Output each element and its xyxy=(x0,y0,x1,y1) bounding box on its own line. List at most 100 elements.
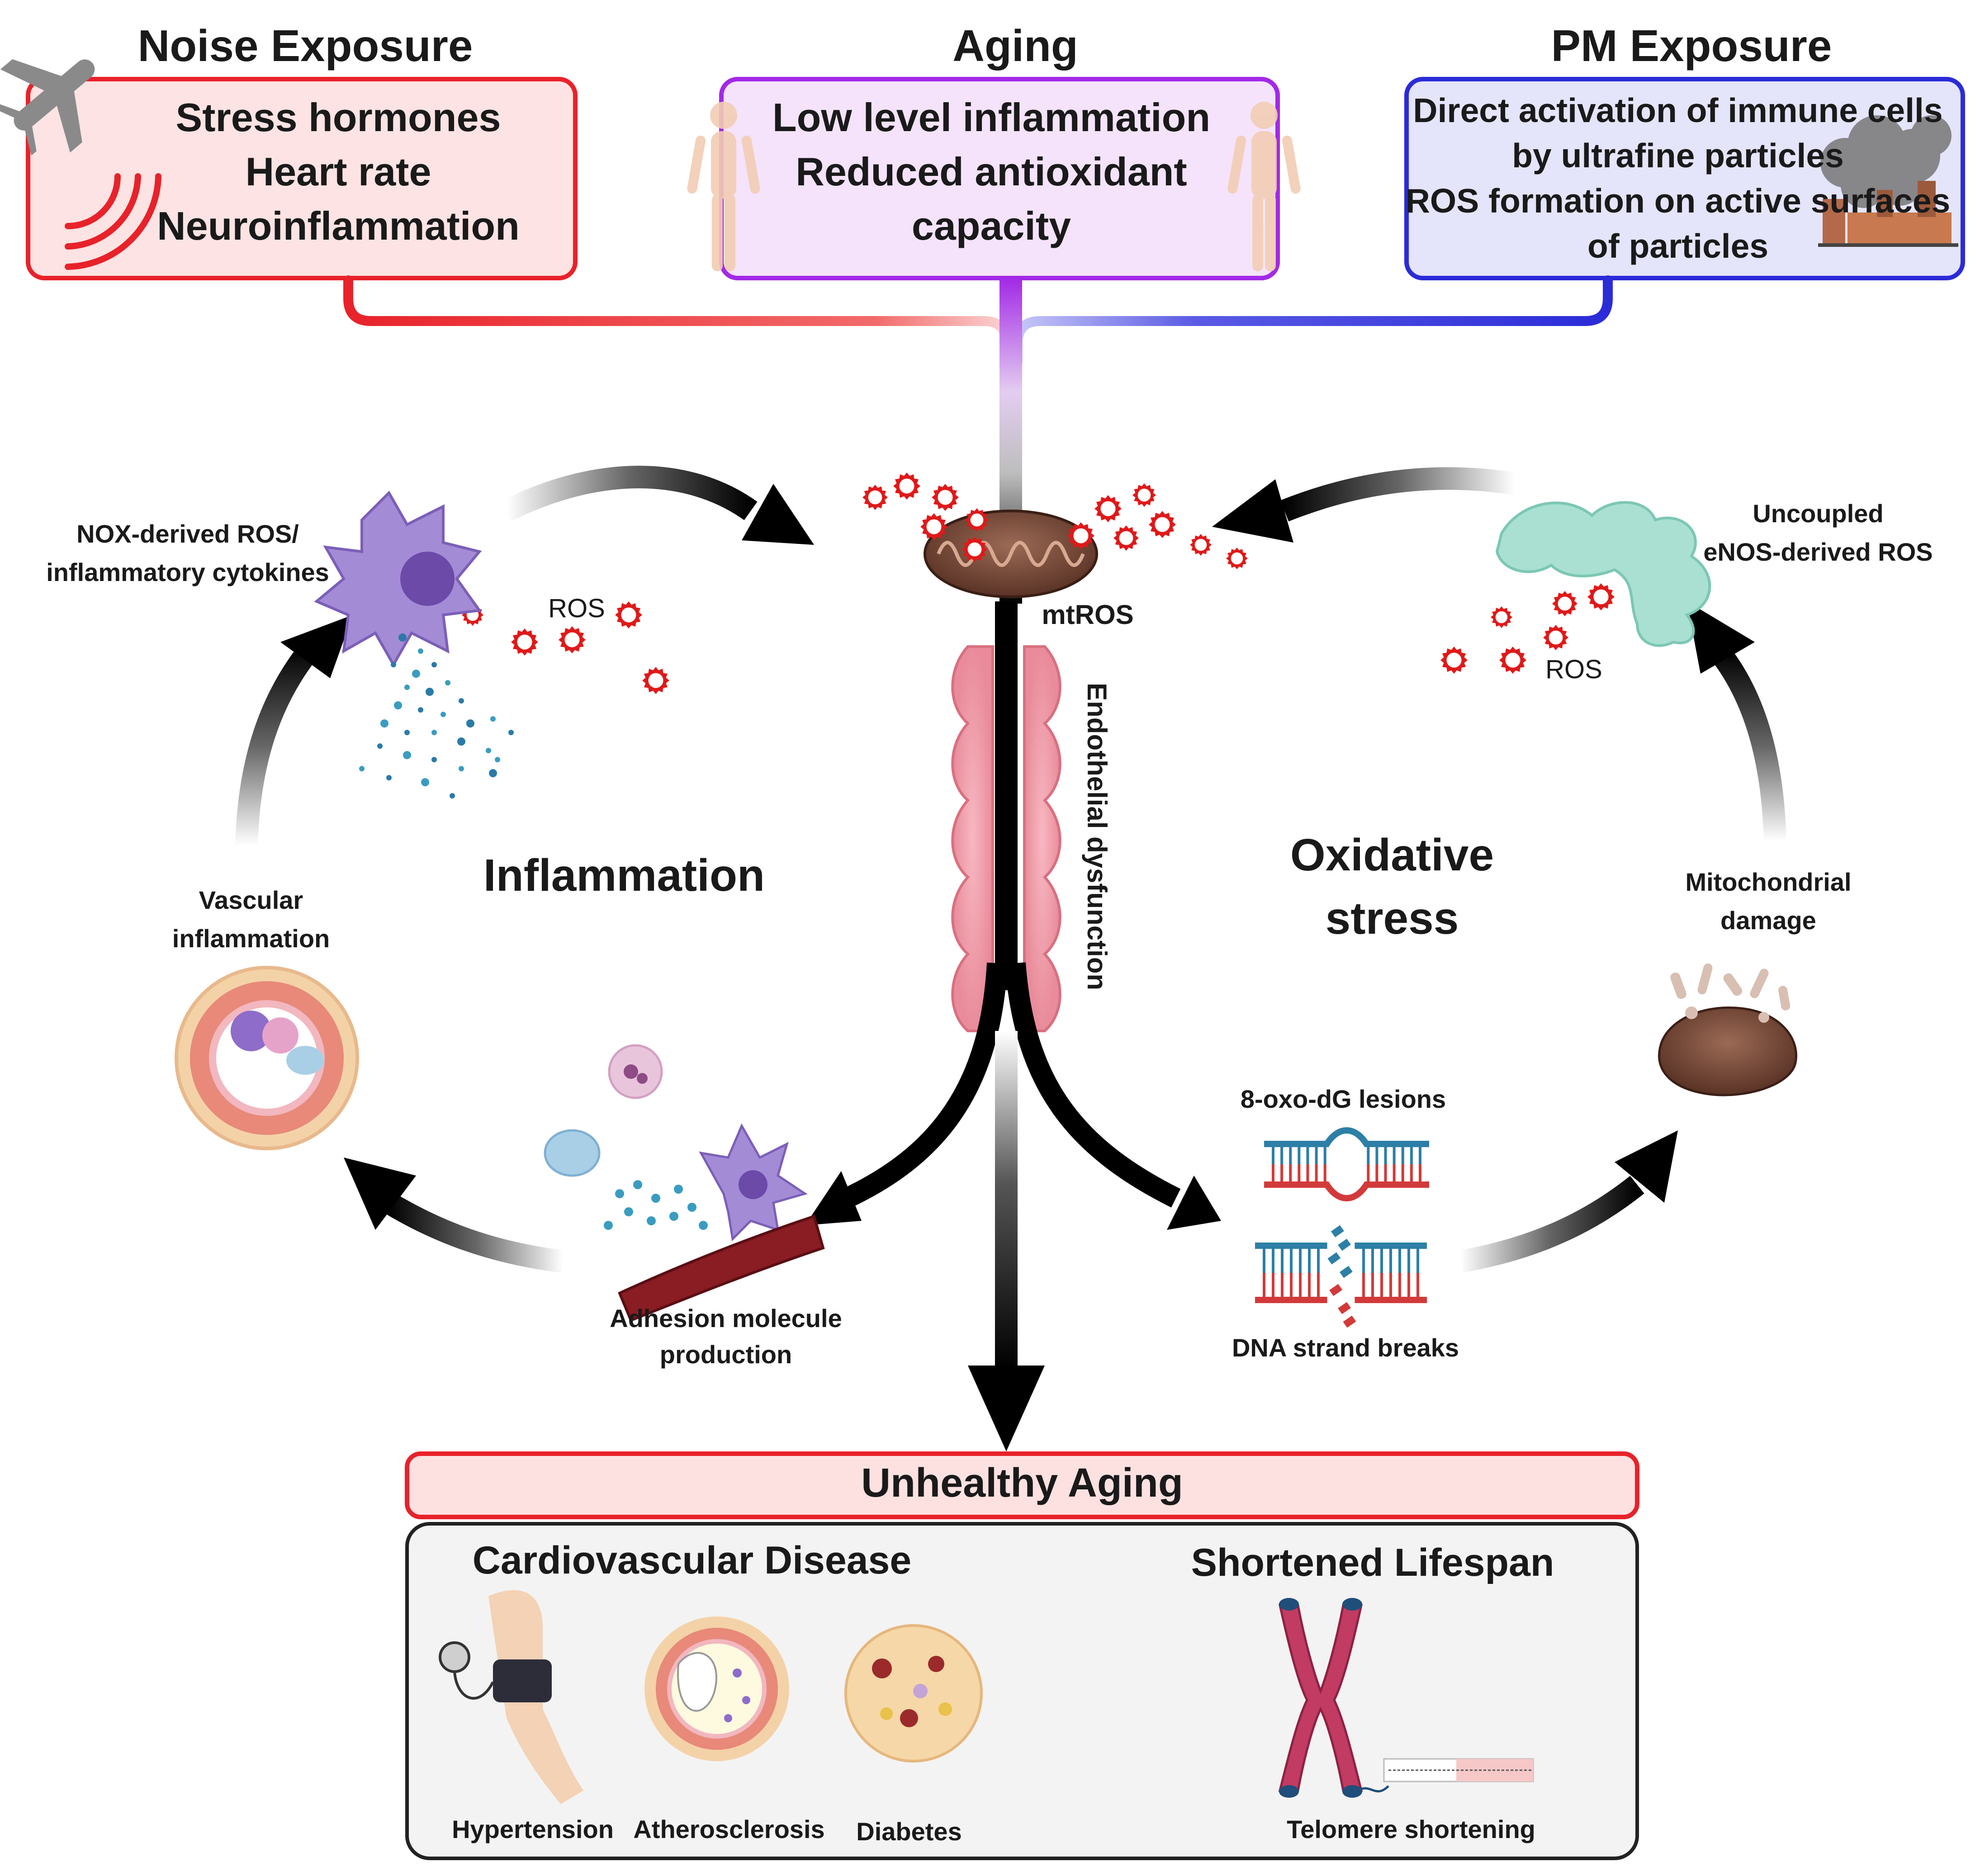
cytokine-dot xyxy=(615,1189,624,1198)
cytokine-dot xyxy=(699,1221,708,1230)
dna-lesion-icon xyxy=(1264,1127,1429,1201)
cytokine-dot xyxy=(495,757,500,762)
ros-burst-icon xyxy=(1149,511,1176,538)
lesion-label: 8-oxo-dG lesions xyxy=(1241,1085,1446,1113)
cytokine-dot xyxy=(391,662,396,667)
cytokine-dot xyxy=(508,730,514,735)
oxidative-stress-cycle: Uncoupled eNOS-derived ROS ROS Oxidative… xyxy=(1212,467,1933,1362)
smoke-cloud-icon xyxy=(1820,115,1952,208)
condition-hypertension: Hypertension xyxy=(452,1815,614,1843)
ros-burst-icon xyxy=(862,485,888,510)
oxidative-ros-label: ROS xyxy=(1545,655,1602,684)
lifespan-title: Shortened Lifespan xyxy=(1191,1541,1554,1584)
cytokine-dot xyxy=(669,1212,678,1221)
blood-pressure-cuff-icon xyxy=(439,1590,583,1804)
cytokine-dot xyxy=(624,1207,633,1216)
adhesion-label-2: production xyxy=(660,1340,792,1369)
cytokine-dot xyxy=(404,730,410,735)
inflammation-title: Inflammation xyxy=(483,850,765,901)
ros-burst-icon xyxy=(559,626,586,653)
endothelial-cells xyxy=(951,645,1061,1032)
arrow-adhesion-to-vascular-head xyxy=(344,1158,416,1230)
cytokine-dot xyxy=(489,769,497,777)
ros-burst-icon xyxy=(1132,483,1156,507)
condition-atherosclerosis: Atherosclerosis xyxy=(633,1815,824,1843)
sound-wave-icon xyxy=(65,173,161,270)
ros-particles xyxy=(462,473,1615,694)
cytokine-dot xyxy=(450,793,455,799)
cytokine-dot xyxy=(647,1216,656,1225)
human-figure-icon xyxy=(1227,102,1301,271)
cytokine-dot xyxy=(457,737,465,746)
unhealthy-aging-banner xyxy=(405,1451,1639,1519)
cytokine-dot xyxy=(674,1185,683,1194)
endothelium-label: Endothelial dysfunction xyxy=(1082,683,1112,990)
nox-label-1: NOX-derived ROS/ xyxy=(76,520,299,548)
ros-burst-icon xyxy=(962,537,987,562)
cytokine-dots xyxy=(359,633,708,1230)
pm-connector xyxy=(1013,275,1613,367)
cytokine-dot xyxy=(404,685,410,690)
cytokine-dot xyxy=(386,775,392,780)
ros-burst-icon xyxy=(615,601,642,628)
cytokine-dot xyxy=(418,707,423,713)
cytokine-dot xyxy=(633,1180,642,1189)
noise-connector xyxy=(343,275,1011,367)
cytokine-dot xyxy=(490,716,496,722)
cytokine-dot xyxy=(687,1203,696,1212)
telomere-label: Telomere shortening xyxy=(1287,1815,1535,1843)
ros-burst-icon xyxy=(920,513,947,540)
enos-label-2: eNOS-derived ROS xyxy=(1703,538,1933,566)
cytokine-dot xyxy=(604,1221,613,1230)
ros-burst-icon xyxy=(1067,522,1094,549)
cytokine-dot xyxy=(486,748,491,753)
pm-line-3: ROS formation on active surfaces xyxy=(1406,182,1951,220)
arrow-to-dna xyxy=(1167,1176,1221,1230)
vascular-label-1: Vascular xyxy=(199,886,303,914)
condition-diabetes: Diabetes xyxy=(856,1817,962,1846)
cytokine-dot xyxy=(431,757,437,762)
noise-exposure-panel: Noise Exposure Stress hormones Heart rat… xyxy=(0,21,578,280)
mito-damage-label-2: damage xyxy=(1720,906,1816,935)
cytokine-dot xyxy=(426,688,434,696)
vascular-label-2: inflammation xyxy=(172,924,330,953)
pm-line-2: by ultrafine particles xyxy=(1512,137,1844,175)
breaks-label: DNA strand breaks xyxy=(1232,1333,1459,1362)
aging-line-3: capacity xyxy=(912,203,1071,248)
ros-burst-icon xyxy=(1113,525,1139,551)
chromosome-icon xyxy=(1278,1598,1534,1798)
atherosclerotic-artery-icon xyxy=(644,1616,789,1761)
pm-exposure-panel: PM Exposure Direct activation of immune … xyxy=(1404,21,1965,280)
ros-burst-icon xyxy=(1226,548,1248,569)
arrow-mitodamage-to-enos-shaft xyxy=(1710,644,1786,841)
arrow-adhesion-to-vascular-shaft xyxy=(383,1193,565,1273)
inflammation-cycle: NOX-derived ROS/ inflammatory cytokines … xyxy=(46,466,842,1369)
cvd-title: Cardiovascular Disease xyxy=(473,1539,911,1582)
arrow-enos-to-mito-head xyxy=(1212,479,1293,543)
dna-break-icon xyxy=(1255,1225,1427,1328)
mito-damage-label-1: Mitochondrial xyxy=(1685,868,1851,896)
noise-exposure-box xyxy=(26,77,578,280)
noise-line-1: Stress hormones xyxy=(176,95,501,140)
enos-label-1: Uncoupled xyxy=(1753,499,1883,528)
vessel-cross-section-icon xyxy=(175,966,359,1150)
nox-label-2: inflammatory cytokines xyxy=(46,558,329,586)
ros-burst-icon xyxy=(1543,625,1568,650)
noise-line-3: Neuroinflammation xyxy=(157,203,520,248)
central-shaft xyxy=(995,601,1018,990)
human-figure-icon xyxy=(687,102,760,271)
noise-exposure-title: Noise Exposure xyxy=(138,21,473,71)
damaged-mitochondrion-icon xyxy=(1658,963,1797,1096)
cytokine-dot xyxy=(431,730,437,735)
unhealthy-aging-section: Unhealthy Aging Cardiovascular Disease S… xyxy=(405,1451,1639,1860)
cytokine-dot xyxy=(466,719,474,728)
aging-line-1: Low level inflammation xyxy=(772,95,1210,140)
arrow-dna-to-mitodamage-shaft xyxy=(1459,1176,1644,1273)
ros-burst-icon xyxy=(1552,591,1577,616)
cytokine-dot xyxy=(412,670,420,678)
cytokine-dot xyxy=(377,743,383,749)
unhealthy-aging-title: Unhealthy Aging xyxy=(861,1460,1183,1506)
arrow-vascular-to-nox-shaft xyxy=(235,639,321,846)
cytokine-dot xyxy=(418,648,423,654)
